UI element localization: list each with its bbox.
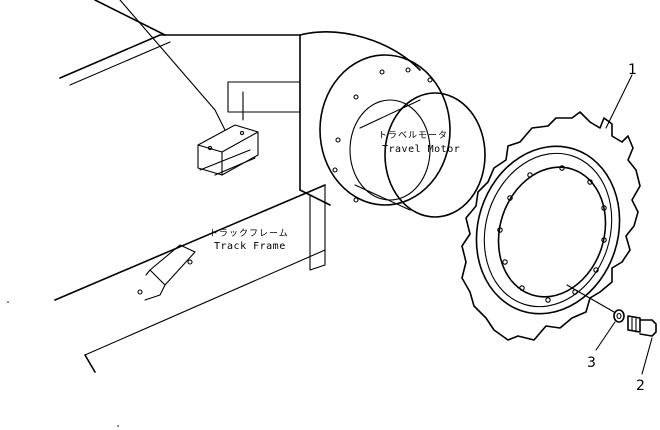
- travel-motor-label: トラベルモータ Travel Motor: [378, 130, 460, 155]
- access-cover: [149, 244, 196, 286]
- leader-lines: [566, 74, 653, 375]
- callout-2: 2: [636, 378, 645, 394]
- mounting-bracket: [197, 124, 259, 176]
- track-frame-label: トラックフレーム Track Frame: [209, 228, 289, 252]
- callout-3: 3: [587, 355, 596, 371]
- travel-motor-label-en: Travel Motor: [382, 144, 460, 155]
- track-frame-label-jp: トラックフレーム: [209, 228, 289, 239]
- motor-cap: [384, 92, 486, 218]
- travel-motor-label-jp: トラベルモータ: [378, 130, 448, 141]
- bolt-hole: [137, 289, 143, 295]
- motor-flange: [319, 54, 451, 206]
- track-frame: [54, 0, 326, 373]
- bolt: [627, 315, 657, 337]
- travel-motor: [299, 31, 486, 218]
- bolt-hole: [187, 259, 193, 265]
- washer: [613, 309, 625, 323]
- sprocket: [461, 111, 641, 341]
- callout-1: 1: [628, 62, 637, 78]
- sprocket-teeth: [461, 111, 641, 341]
- track-frame-label-en: Track Frame: [214, 241, 286, 252]
